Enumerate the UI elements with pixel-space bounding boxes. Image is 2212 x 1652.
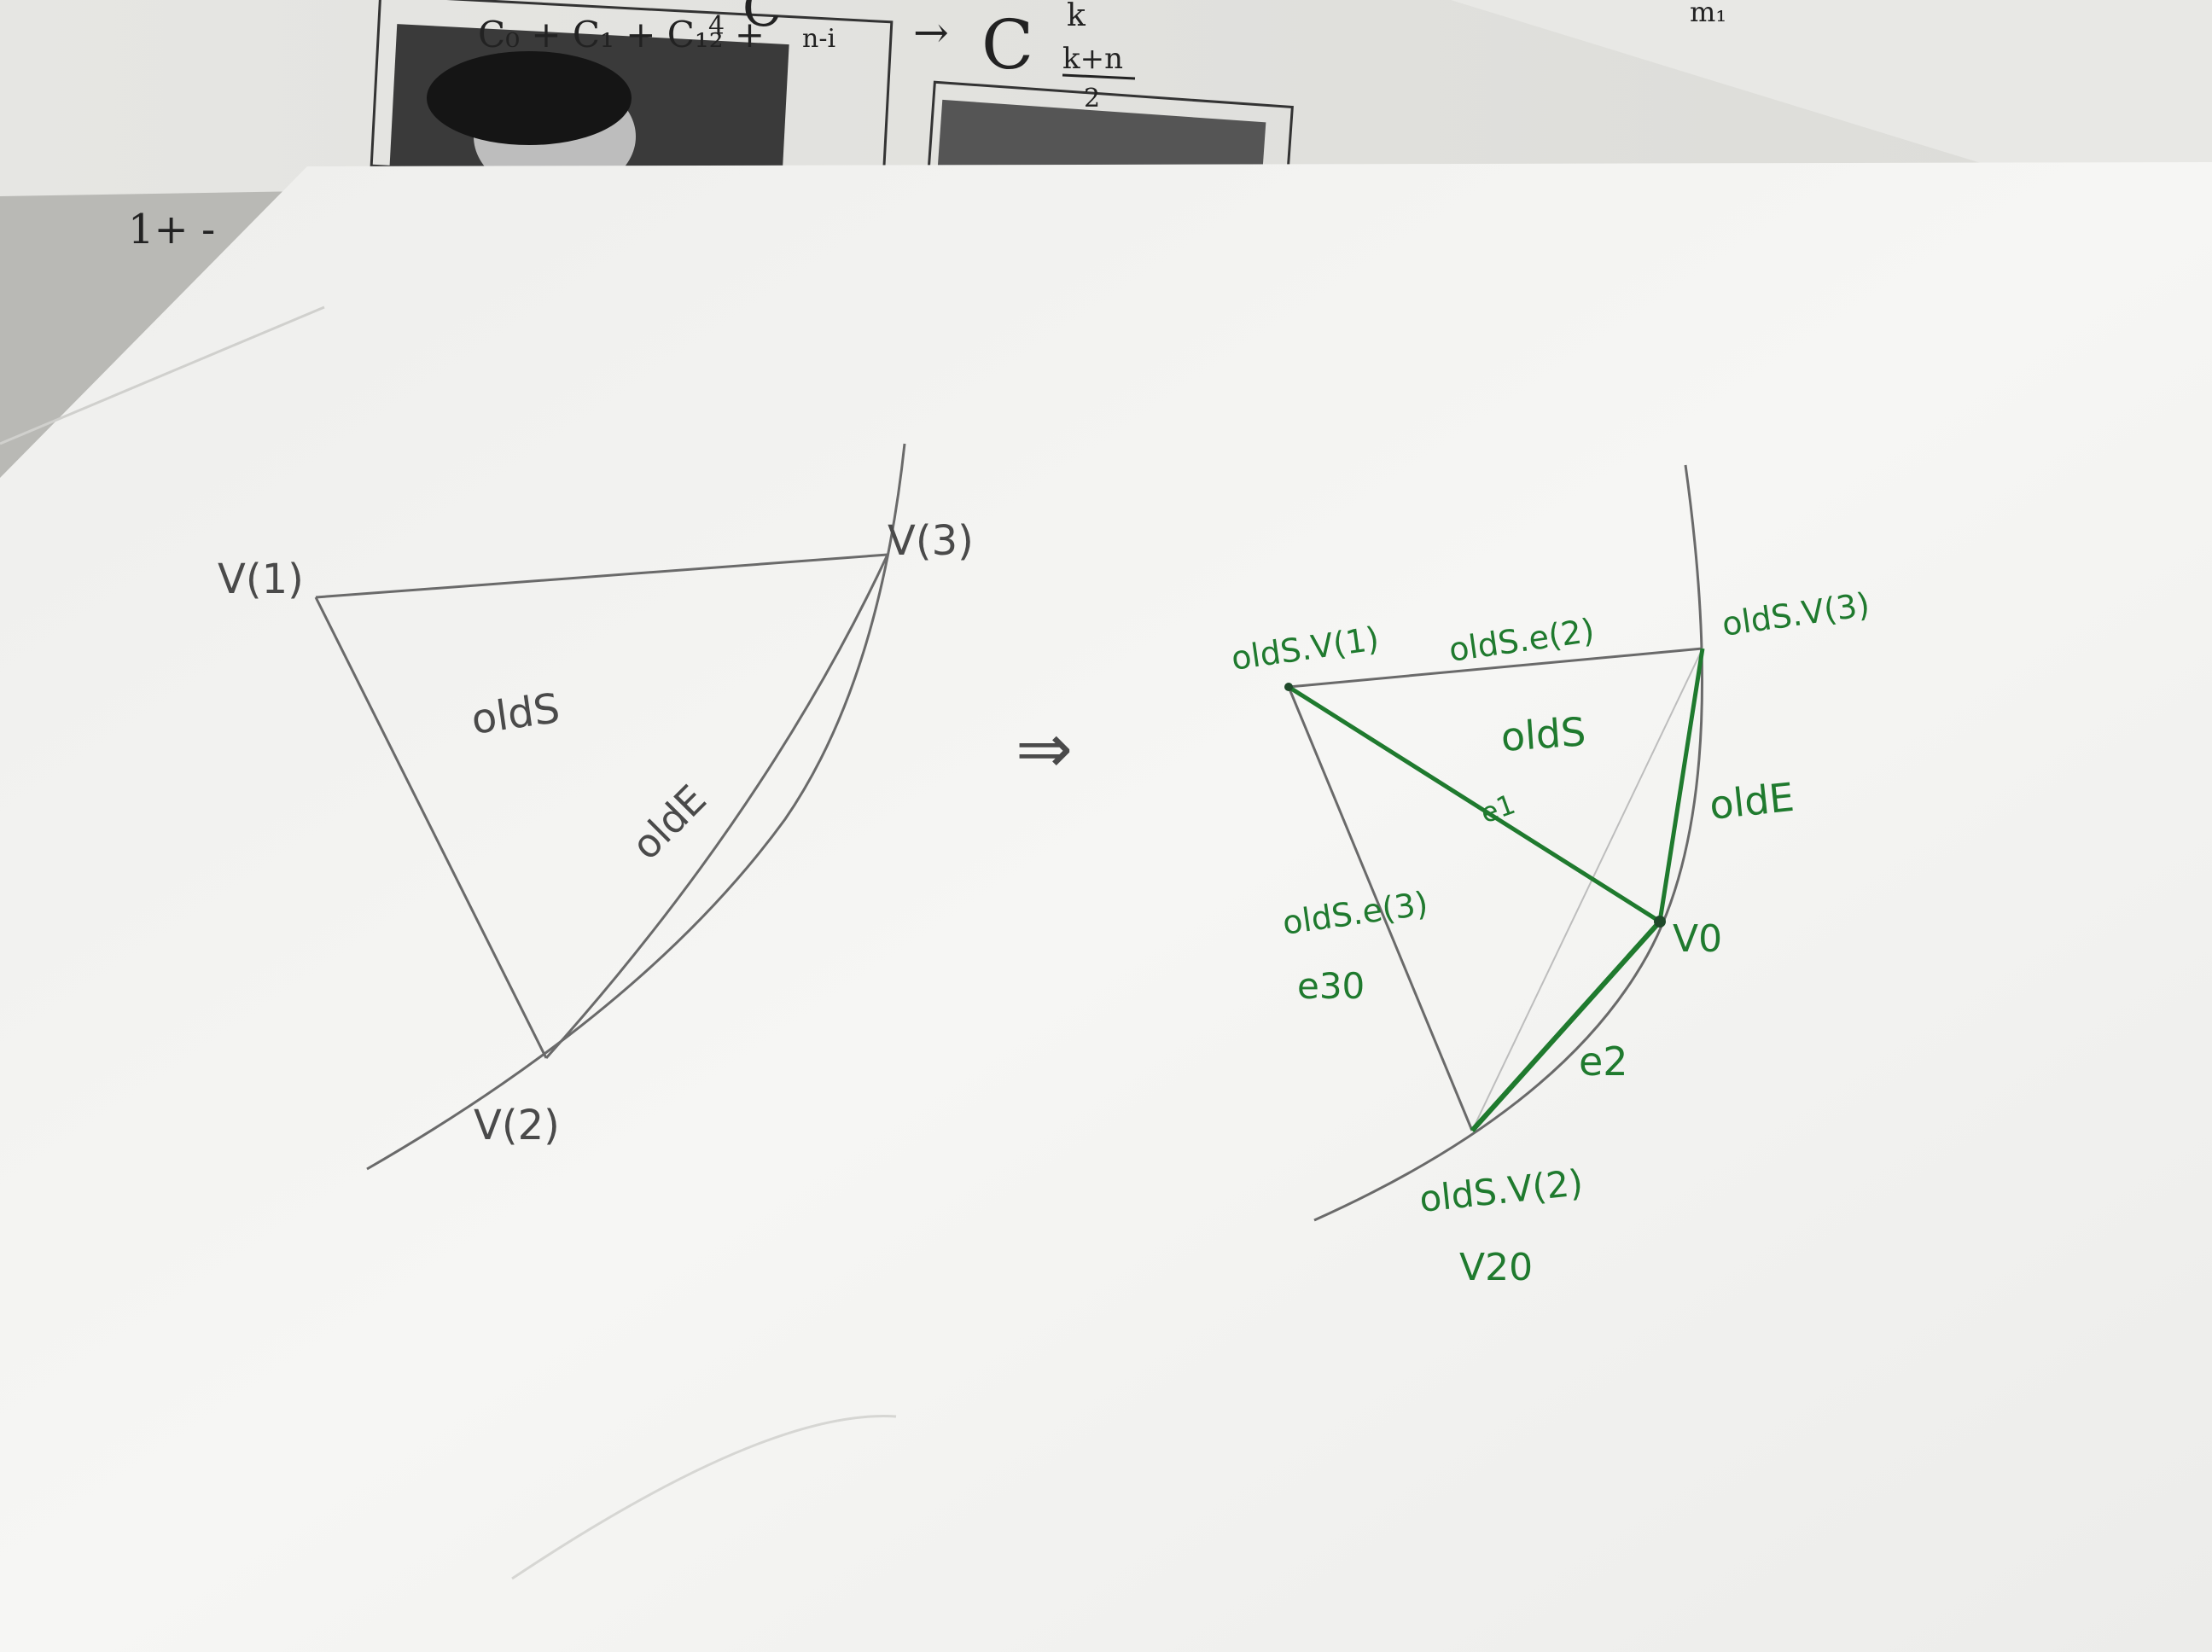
corner-mark: 1+ - [128,206,215,253]
right-edge-v1-v3 [1288,647,1703,689]
right-v0-dot [1654,916,1666,928]
paper-fold-line [0,305,325,445]
right-e30-label: e30 [1297,965,1365,1007]
left-sketch [314,443,906,1171]
right-note: m₁ [1690,0,1726,28]
formula-c: C [742,0,782,38]
right-v0-label: V0 [1673,917,1722,961]
formula-sub-num: k+n [1062,42,1123,76]
formula-sub-den: 2 [1084,84,1100,113]
right-edge-label: oldE [1708,774,1796,829]
right-v20-label: V20 [1459,1246,1533,1289]
formula-sub-left: n-i [802,24,835,54]
right-faint-v2-v3 [1471,648,1703,1131]
main-paper-sheet [0,162,2212,1652]
right-v1-dot [1284,683,1293,691]
right-face-label: oldS [1499,708,1587,760]
right-green-e1 [1287,684,1662,924]
right-green-v0-v3 [1657,648,1705,922]
photo-hair [427,51,632,145]
left-arc-oldE [366,443,906,1171]
right-edge-v1-v2 [1287,686,1474,1131]
formula-c-right: C [981,5,1033,84]
right-green-e2 [1470,919,1662,1133]
left-edge-v1-v2 [314,596,548,1059]
implies-arrow: ⇒ [1016,709,1073,788]
left-v2-label: V(2) [474,1102,560,1149]
formula-super-4: 4 [708,11,725,41]
formula-arrow: → [913,8,949,57]
left-edge-v2-v3 [544,554,889,1060]
formula-left-terms: C₀ + C₁ + C₁₂ + [478,14,765,55]
right-sketch [1284,464,1705,1222]
formula-super-k: k [1067,0,1086,33]
formula-fraction-bar [1062,73,1136,80]
left-edge-v1-v3 [315,553,888,599]
left-v1-label: V(1) [218,556,304,603]
left-v3-label: V(3) [888,517,974,565]
right-e2-label: e2 [1579,1038,1628,1085]
paper-crease [511,1415,897,1580]
